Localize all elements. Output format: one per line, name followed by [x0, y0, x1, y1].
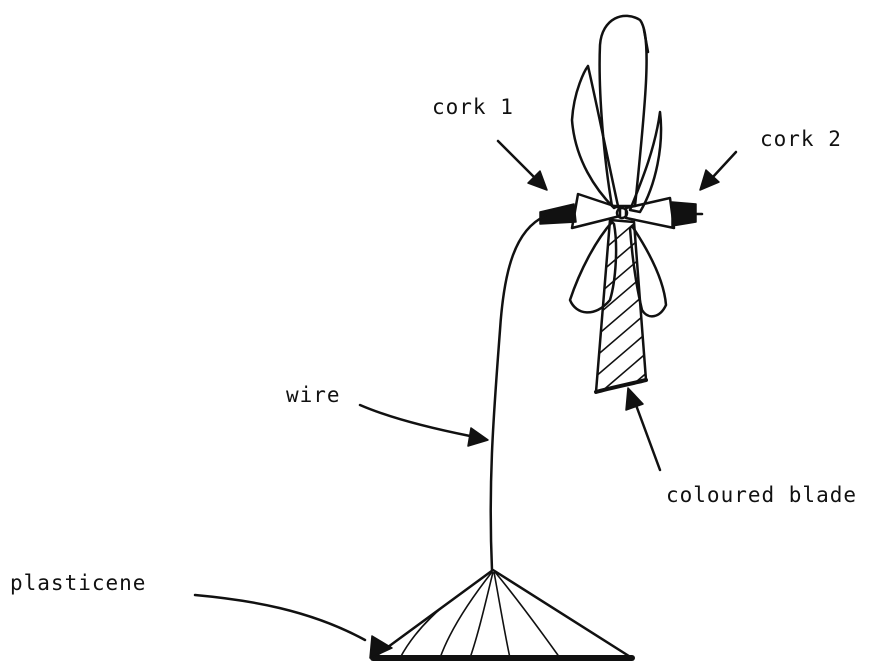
- label-cork-2: cork 2: [760, 127, 842, 151]
- wire-shape: [491, 216, 545, 570]
- coloured-blade-arrow: [626, 388, 660, 470]
- upper-left-blade: [572, 66, 618, 208]
- upper-right-blade: [630, 112, 661, 212]
- label-cork-1: cork 1: [432, 95, 514, 119]
- wire-arrow: [360, 405, 488, 446]
- top-blade: [600, 16, 647, 206]
- cork-2-shape: [672, 202, 696, 226]
- plasticene-base: [373, 570, 632, 658]
- plasticene-arrow: [195, 595, 392, 658]
- label-plasticene: plasticene: [10, 571, 146, 595]
- cork-2-arrow: [700, 152, 736, 190]
- label-coloured-blade: coloured blade: [666, 483, 857, 507]
- cork-1-shape: [540, 204, 576, 224]
- label-wire: wire: [286, 383, 341, 407]
- cork-1-arrow: [498, 141, 547, 190]
